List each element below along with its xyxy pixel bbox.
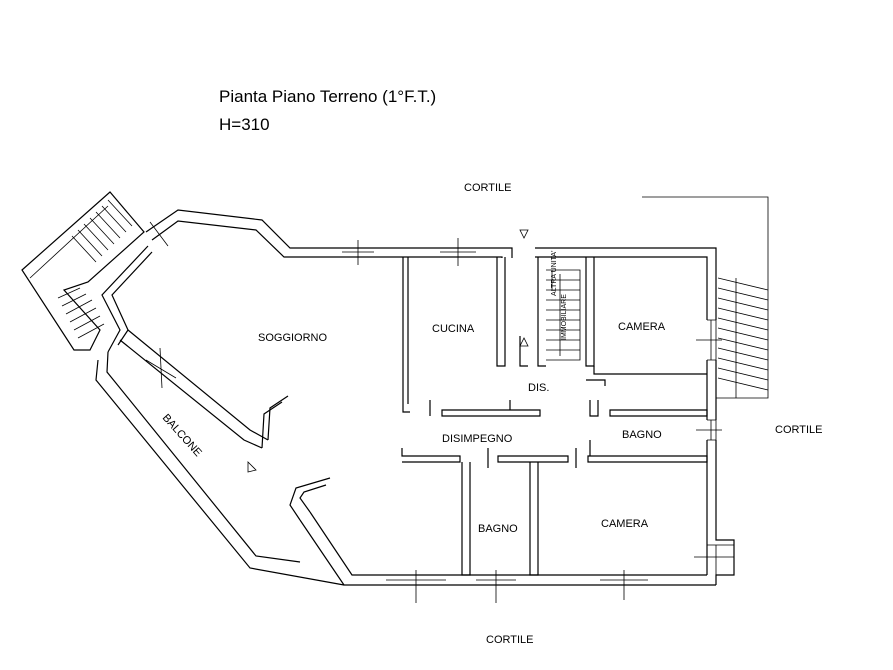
- label-dis: DIS.: [528, 382, 549, 394]
- interior-walls: [401, 257, 708, 576]
- windows: [145, 221, 734, 603]
- plan-height: H=310: [219, 115, 270, 134]
- outer-walls: [95, 209, 735, 586]
- left-stairs: [21, 191, 145, 351]
- stair-text-1: ALTRA UNITA': [551, 251, 558, 296]
- label-disimpegno: DISIMPEGNO: [442, 433, 513, 445]
- label-cortile-bottom: CORTILE: [486, 634, 533, 646]
- internal-staircase: ALTRA UNITA' IMMOBILIARE: [546, 251, 581, 361]
- label-soggiorno: SOGGIORNO: [258, 332, 328, 344]
- label-camera-top: CAMERA: [618, 321, 666, 333]
- label-bagno-bottom: BAGNO: [478, 523, 518, 535]
- markers: [247, 229, 529, 473]
- label-cortile-top: CORTILE: [464, 182, 511, 194]
- label-cucina: CUCINA: [432, 323, 475, 335]
- stair-text-2: IMMOBILIARE: [561, 294, 568, 340]
- plan-title: Pianta Piano Terreno (1°F.T.): [219, 87, 436, 106]
- label-camera-bottom: CAMERA: [601, 518, 649, 530]
- label-bagno-right: BAGNO: [622, 429, 662, 441]
- right-stairs: [642, 196, 769, 399]
- label-balcone: BALCONE: [160, 412, 204, 459]
- label-cortile-right: CORTILE: [775, 424, 822, 436]
